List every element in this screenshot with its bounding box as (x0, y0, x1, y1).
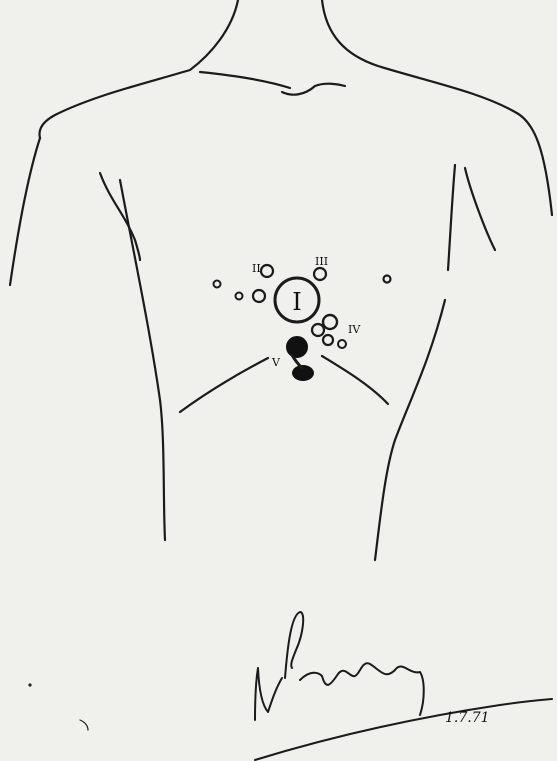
wound-I-label: I (292, 288, 301, 316)
wound-III-label: III (315, 255, 328, 268)
wound-V-label: V (271, 356, 281, 369)
signature-date: 1.7.71 (445, 710, 490, 726)
stray-dot (28, 683, 31, 686)
wound-dark-upper (287, 337, 307, 357)
wound-II-label: II (252, 262, 261, 275)
wound-IV-label: IV (348, 323, 361, 336)
